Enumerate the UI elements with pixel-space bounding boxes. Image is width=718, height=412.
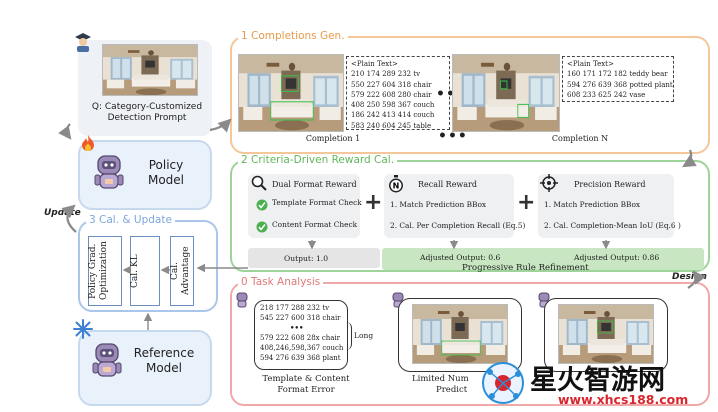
precision-reward-box xyxy=(538,174,674,238)
teacher-icon xyxy=(74,32,92,52)
target-icon xyxy=(540,174,558,192)
watermark: 星火智游网 www.xhcs188.com xyxy=(478,358,718,410)
precision-reward-title: Precision Reward xyxy=(574,180,646,189)
fire-icon xyxy=(80,134,96,152)
reference-model-label: Reference Model xyxy=(133,346,195,375)
query-image xyxy=(102,44,198,96)
recall-reward-box xyxy=(384,174,514,238)
cal-kl-box xyxy=(130,236,160,306)
task-list-line-2: 545 227 600 318 chair xyxy=(260,314,341,322)
completion-1-plaintext: <Plain Text> 210 174 289 232 tv 550 227 … xyxy=(346,56,450,130)
completion-n-caption: Completion N xyxy=(551,134,609,143)
magnifier-icon xyxy=(250,174,268,192)
completion-n-plaintext: <Plain Text> 160 171 172 182 teddy bear … xyxy=(562,56,674,102)
dual-output: Output: 1.0 xyxy=(284,254,329,263)
task-list-line-4: 579 222 608 28x chair xyxy=(260,334,341,342)
task-list-line-3: ••• xyxy=(290,323,304,332)
content-format-check: Content Format Check xyxy=(272,220,358,229)
snowflake-icon xyxy=(72,318,94,340)
recall-item-1: 1. Match Prediction BBox xyxy=(390,200,487,209)
policy-model-label: Policy Model xyxy=(147,158,185,187)
robot-icon-task-1 xyxy=(234,292,250,308)
task-list-line-6: 594 276 639 368 plant xyxy=(260,354,341,362)
recall-reward-title: Recall Reward xyxy=(418,180,477,189)
precision-item-1: 1. Match Prediction BBox xyxy=(544,200,641,209)
policy-robot-icon xyxy=(92,152,126,192)
template-format-check: Template Format Check xyxy=(272,198,362,207)
task-analysis-title: 0 Task Analysis xyxy=(238,276,324,288)
update-title: 3 Cal. & Update xyxy=(86,214,175,226)
watermark-url: www.xhcs188.com xyxy=(558,392,689,407)
precision-output: Adjusted Output: 0.86 xyxy=(574,253,660,262)
plus-icon-2: + xyxy=(517,190,536,215)
task-image-2 xyxy=(412,304,508,364)
task-caption-1: Template & Content Format Error xyxy=(262,374,350,395)
completion-1-caption: Completion 1 xyxy=(305,134,361,143)
check-icon-content xyxy=(256,218,268,233)
progressive-refinement-label: Progressive Rule Refinement xyxy=(462,263,589,273)
dual-format-title: Dual Format Reward xyxy=(272,180,357,189)
query-label: Q: Category-Customized Detection Prompt xyxy=(91,102,203,123)
refinement-bar xyxy=(382,248,704,270)
task-caption-2-line1: Limited Num xyxy=(412,374,469,384)
watermark-title: 星火智游网 xyxy=(530,365,665,396)
policy-grad-box xyxy=(88,236,122,306)
task-caption-2-line2: Predict xyxy=(436,385,468,395)
svg-text:N: N xyxy=(393,182,400,191)
check-icon-template xyxy=(256,196,268,211)
task-list-line-5: 408,246,598,367 couch xyxy=(260,344,344,352)
recall-output: Adjusted Output: 0.6 xyxy=(420,253,501,262)
long-brace xyxy=(344,322,352,350)
plus-icon-1: + xyxy=(364,190,383,215)
completions-ellipsis-lower: ••• xyxy=(438,128,468,144)
criteria-title: 2 Criteria-Driven Reward Cal. xyxy=(238,154,398,166)
dual-output-bar xyxy=(248,248,380,268)
watermark-logo-icon xyxy=(478,358,528,408)
completion-1-image xyxy=(238,54,344,132)
task-image-3 xyxy=(558,304,654,364)
stopwatch-icon: N xyxy=(388,175,404,193)
design-side-label: Design xyxy=(672,272,707,282)
recall-item-2: 2. Cal. Per Completion Recall (Eq.5) xyxy=(390,221,526,230)
completions-title: 1 Completions Gen. xyxy=(238,30,348,42)
precision-item-2: 2. Cal. Completion-Mean IoU (Eq.6 ) xyxy=(544,221,681,230)
long-label: Long xyxy=(354,331,374,340)
task-list-box xyxy=(254,300,348,370)
cal-advantage-box xyxy=(170,236,194,306)
reference-robot-icon xyxy=(90,340,124,380)
completion-n-image xyxy=(452,54,560,132)
policy-model-panel xyxy=(78,140,212,210)
task-list-line-1: 218 177 288 232 tv xyxy=(260,304,330,312)
